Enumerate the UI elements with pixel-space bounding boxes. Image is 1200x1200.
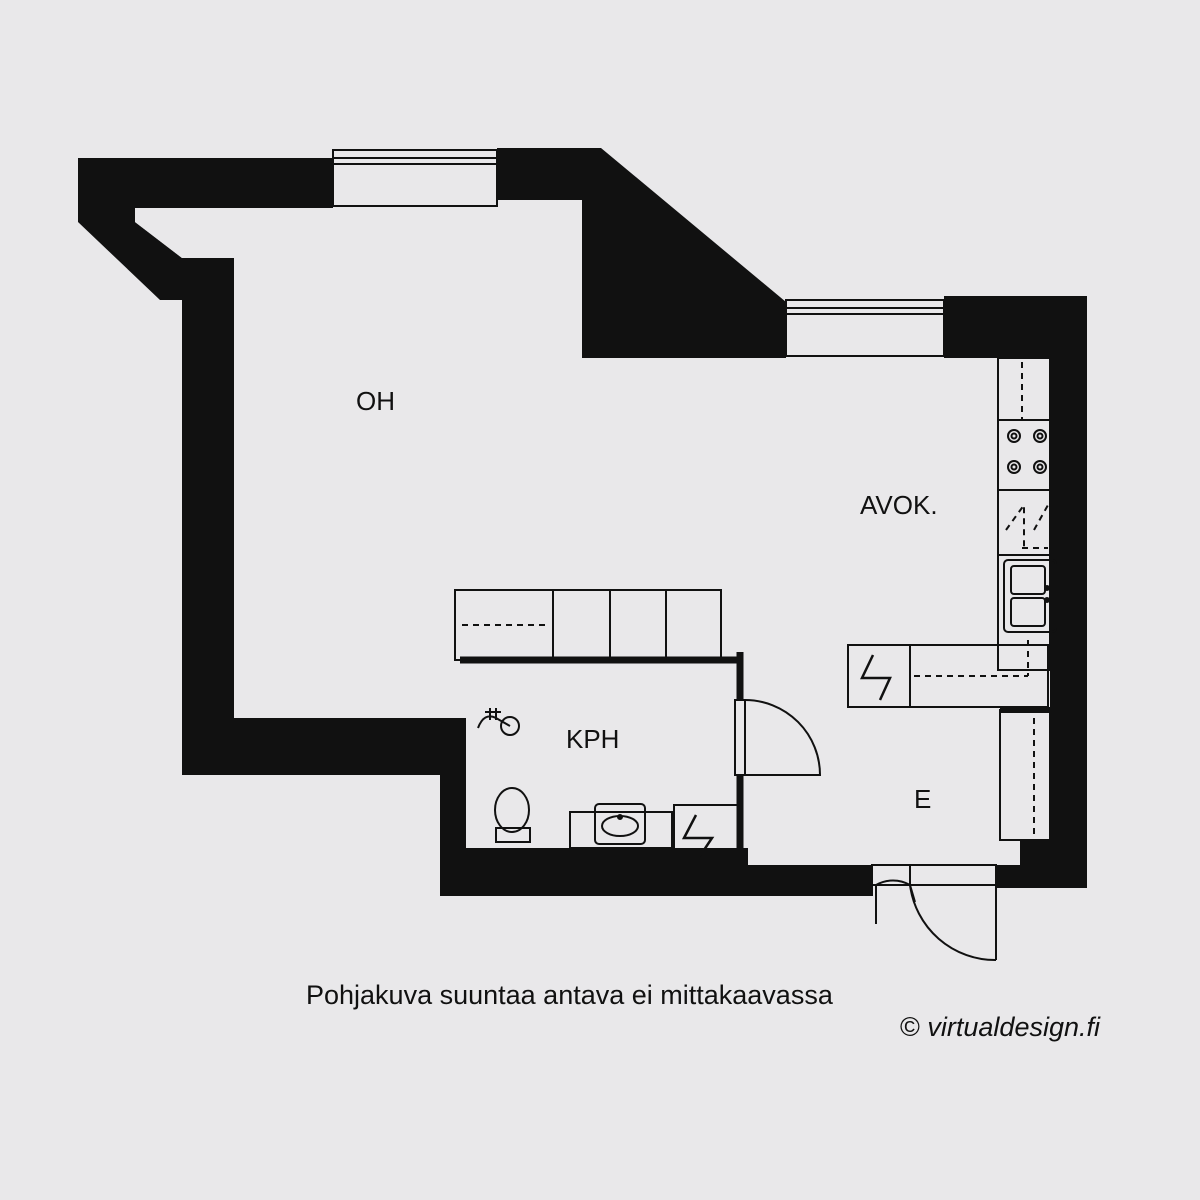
wall-corner-slant <box>78 158 182 300</box>
kitchen-lower-counter <box>847 640 1049 708</box>
room-label-kitchen: AVOK. <box>860 490 938 520</box>
entrance-wardrobe <box>999 707 1051 841</box>
room-label-bathroom: KPH <box>566 724 619 754</box>
wall-bottom-rightseg <box>996 865 1087 888</box>
walls <box>78 148 1087 896</box>
entrance-door <box>871 864 997 962</box>
wall-left <box>182 258 234 774</box>
windows <box>332 149 945 357</box>
credit: © virtualdesign.fi <box>900 1012 1100 1043</box>
shower-icon <box>477 708 520 736</box>
kitchen-sink-icon <box>1003 559 1057 633</box>
bathroom-walls <box>460 652 744 865</box>
bath-electric-cabinet <box>673 804 739 864</box>
window-top-right <box>785 299 945 357</box>
toilet-icon <box>494 787 531 843</box>
room-label-living: OH <box>356 386 395 416</box>
room-label-entrance: E <box>914 784 931 814</box>
fixtures <box>454 357 1057 962</box>
kitchen-counter <box>997 357 1051 671</box>
wall-bath-left <box>440 718 466 896</box>
bathroom-door <box>734 699 822 776</box>
wall-bottom-mid <box>748 865 873 896</box>
credit-site: virtualdesign.fi <box>927 1012 1100 1042</box>
bath-sink-icon <box>569 803 673 849</box>
window-top-left <box>332 149 498 207</box>
copyright-symbol: © <box>899 1012 920 1042</box>
kitchen-electric-cabinet <box>860 654 892 701</box>
wall-living-bottom <box>182 718 448 775</box>
stove-icon <box>1007 429 1047 474</box>
floor-living <box>135 206 1050 865</box>
wall-diagonal <box>497 148 786 358</box>
caption: Pohjakuva suuntaa antava ei mittakaavass… <box>306 980 833 1010</box>
kitchen-cabinet-dashed <box>1005 501 1049 550</box>
